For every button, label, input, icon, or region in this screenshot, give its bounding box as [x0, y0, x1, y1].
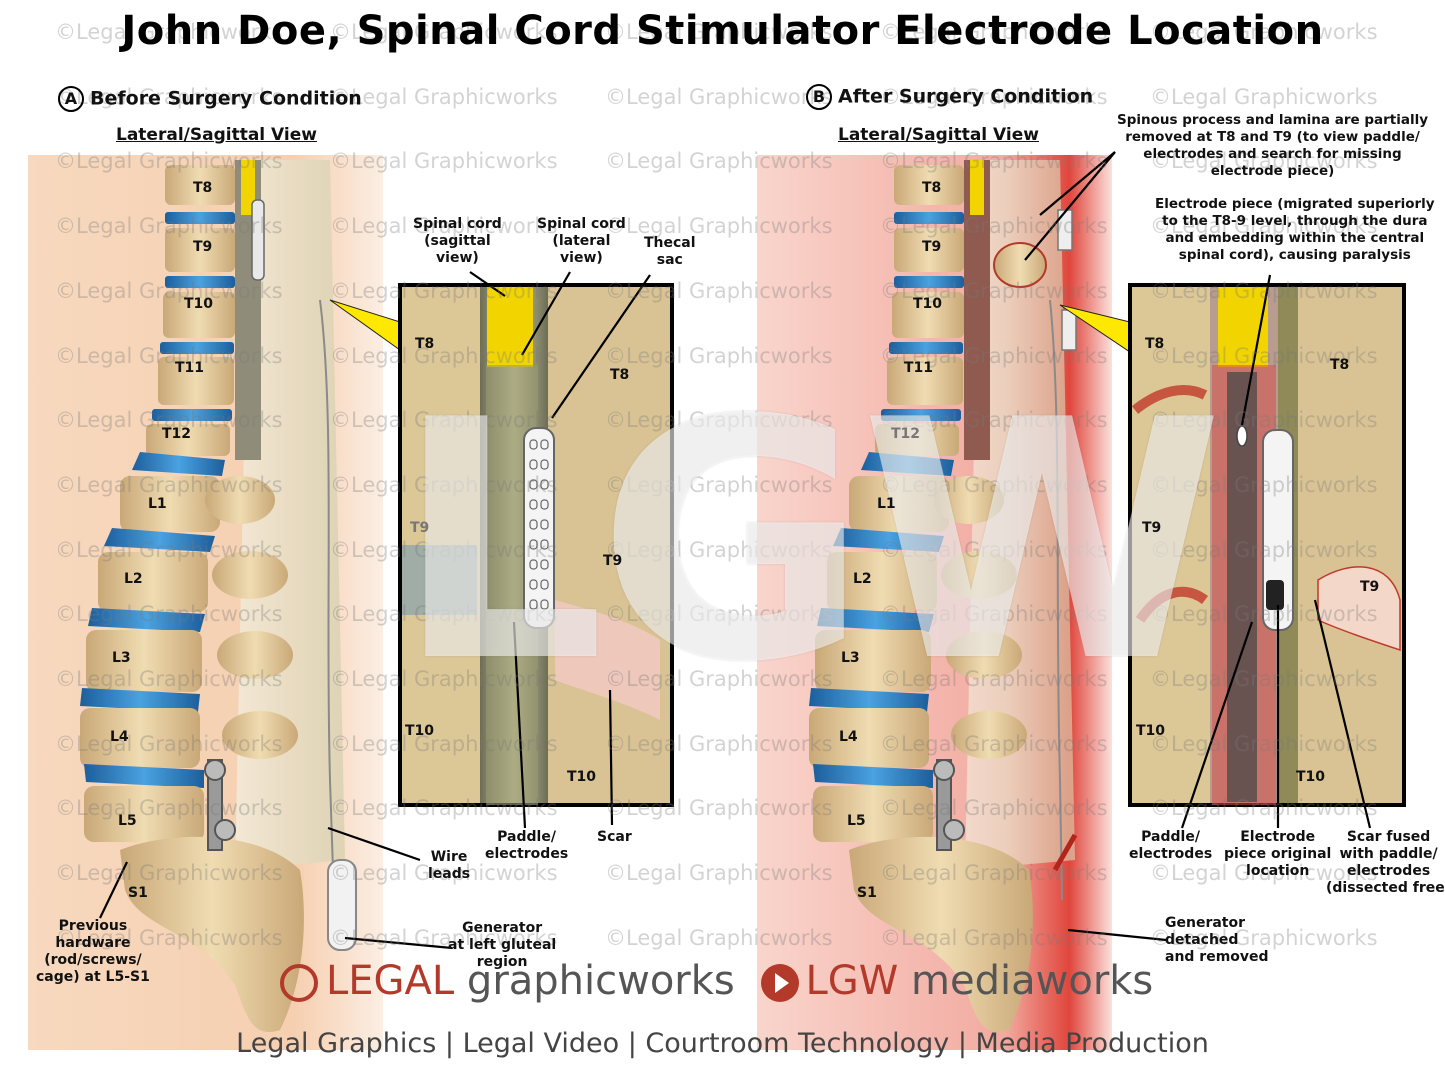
label-electrode-piece-migrated: Electrode piece (migrated superiorly to …: [1155, 196, 1435, 263]
vertebra-label: T11: [175, 360, 205, 376]
inset-vertebra-label: T9: [410, 520, 430, 536]
vertebra-label: L4: [839, 729, 858, 745]
label-wire-leads: Wire leads: [428, 849, 471, 882]
search-logo-icon: [280, 964, 318, 1002]
panel-b-letter: B: [806, 84, 832, 110]
vertebra-label: T11: [904, 360, 934, 376]
inset-vertebra-label: T8: [415, 336, 435, 352]
vertebra-label: T9: [922, 239, 942, 255]
label-generator-removed: Generator detached and removed: [1165, 915, 1269, 965]
panel-b-heading-text: After Surgery Condition: [838, 85, 1094, 108]
vertebra-label: L5: [118, 813, 137, 829]
inset-vertebra-label: T9: [1142, 520, 1162, 536]
play-logo-icon: [761, 964, 800, 1002]
inset-vertebra-label: T10: [405, 723, 435, 739]
vertebra-label: L1: [877, 496, 896, 512]
vertebra-label: T12: [162, 426, 192, 442]
panel-a-heading-text: Before Surgery Condition: [90, 87, 362, 110]
vertebra-label: T12: [891, 426, 921, 442]
vertebra-label: L1: [148, 496, 167, 512]
label-paddle-electrodes-b: Paddle/ electrodes: [1129, 829, 1213, 862]
label-scar-fused: Scar fused with paddle/ electrodes (diss…: [1326, 829, 1445, 896]
vertebra-label: L3: [841, 650, 860, 666]
brand-legal: LEGAL: [326, 958, 455, 1004]
inset-vertebra-label: T10: [1296, 769, 1326, 785]
brand-mediaworks: mediaworks: [911, 958, 1154, 1004]
label-previous-hardware: Previous hardware (rod/screws/ cage) at …: [36, 918, 150, 985]
spine-b: [809, 160, 1078, 1032]
label-spinal-cord-sagittal: Spinal cord (sagittal view): [413, 216, 502, 266]
inset-b: [1128, 283, 1406, 807]
vertebra-label: T10: [184, 296, 214, 312]
vertebra-label: T10: [913, 296, 943, 312]
inset-vertebra-label: T8: [1145, 336, 1165, 352]
vertebra-label: L3: [112, 650, 131, 666]
inset-vertebra-label: T9: [603, 553, 623, 569]
inset-vertebra-label: T8: [1330, 357, 1350, 373]
tagline: Legal Graphics | Legal Video | Courtroom…: [236, 1028, 1209, 1059]
label-thecal-sac: Thecal sac: [644, 235, 696, 268]
leader-lines-b: [1024, 151, 1372, 942]
label-spinous-process: Spinous process and lamina are partially…: [1117, 112, 1429, 179]
panel-b-heading: B After Surgery Condition: [806, 84, 1093, 110]
panel-a-letter: A: [58, 86, 84, 112]
vertebra-label: T9: [193, 239, 213, 255]
vertebra-label: S1: [128, 885, 148, 901]
vertebra-label: L4: [110, 729, 129, 745]
vertebra-label: L2: [853, 571, 872, 587]
spine-a: [80, 160, 357, 1032]
leader-lines-a: [99, 271, 651, 950]
vertebra-label: T8: [922, 180, 942, 196]
inset-vertebra-label: T10: [1136, 723, 1166, 739]
label-paddle-electrodes-a: Paddle/ electrodes: [485, 829, 569, 862]
vertebra-label: L2: [124, 571, 143, 587]
vertebra-label: L5: [847, 813, 866, 829]
brand-graphicworks: graphicworks: [466, 958, 735, 1004]
panel-a-view-label: Lateral/Sagittal View: [116, 125, 317, 145]
label-generator: Generator at left gluteal region: [448, 920, 557, 970]
inset-vertebra-label: T9: [1360, 579, 1380, 595]
panel-b-view-label: Lateral/Sagittal View: [838, 125, 1039, 145]
brand-row: LEGAL graphicworks LGW mediaworks: [280, 958, 1153, 1018]
inset-a: [398, 283, 674, 807]
page-title: John Doe, Spinal Cord Stimulator Electro…: [121, 8, 1324, 54]
brand-lgw: LGW: [805, 958, 899, 1004]
label-scar: Scar: [597, 829, 632, 845]
label-spinal-cord-lateral: Spinal cord (lateral view): [537, 216, 626, 266]
vertebra-label: T8: [193, 180, 213, 196]
inset-vertebra-label: T8: [610, 367, 630, 383]
panel-a-heading: A Before Surgery Condition: [58, 86, 362, 112]
inset-vertebra-label: T10: [567, 769, 597, 785]
label-electrode-original-location: Electrode piece original location: [1224, 829, 1332, 879]
vertebra-label: S1: [857, 885, 877, 901]
